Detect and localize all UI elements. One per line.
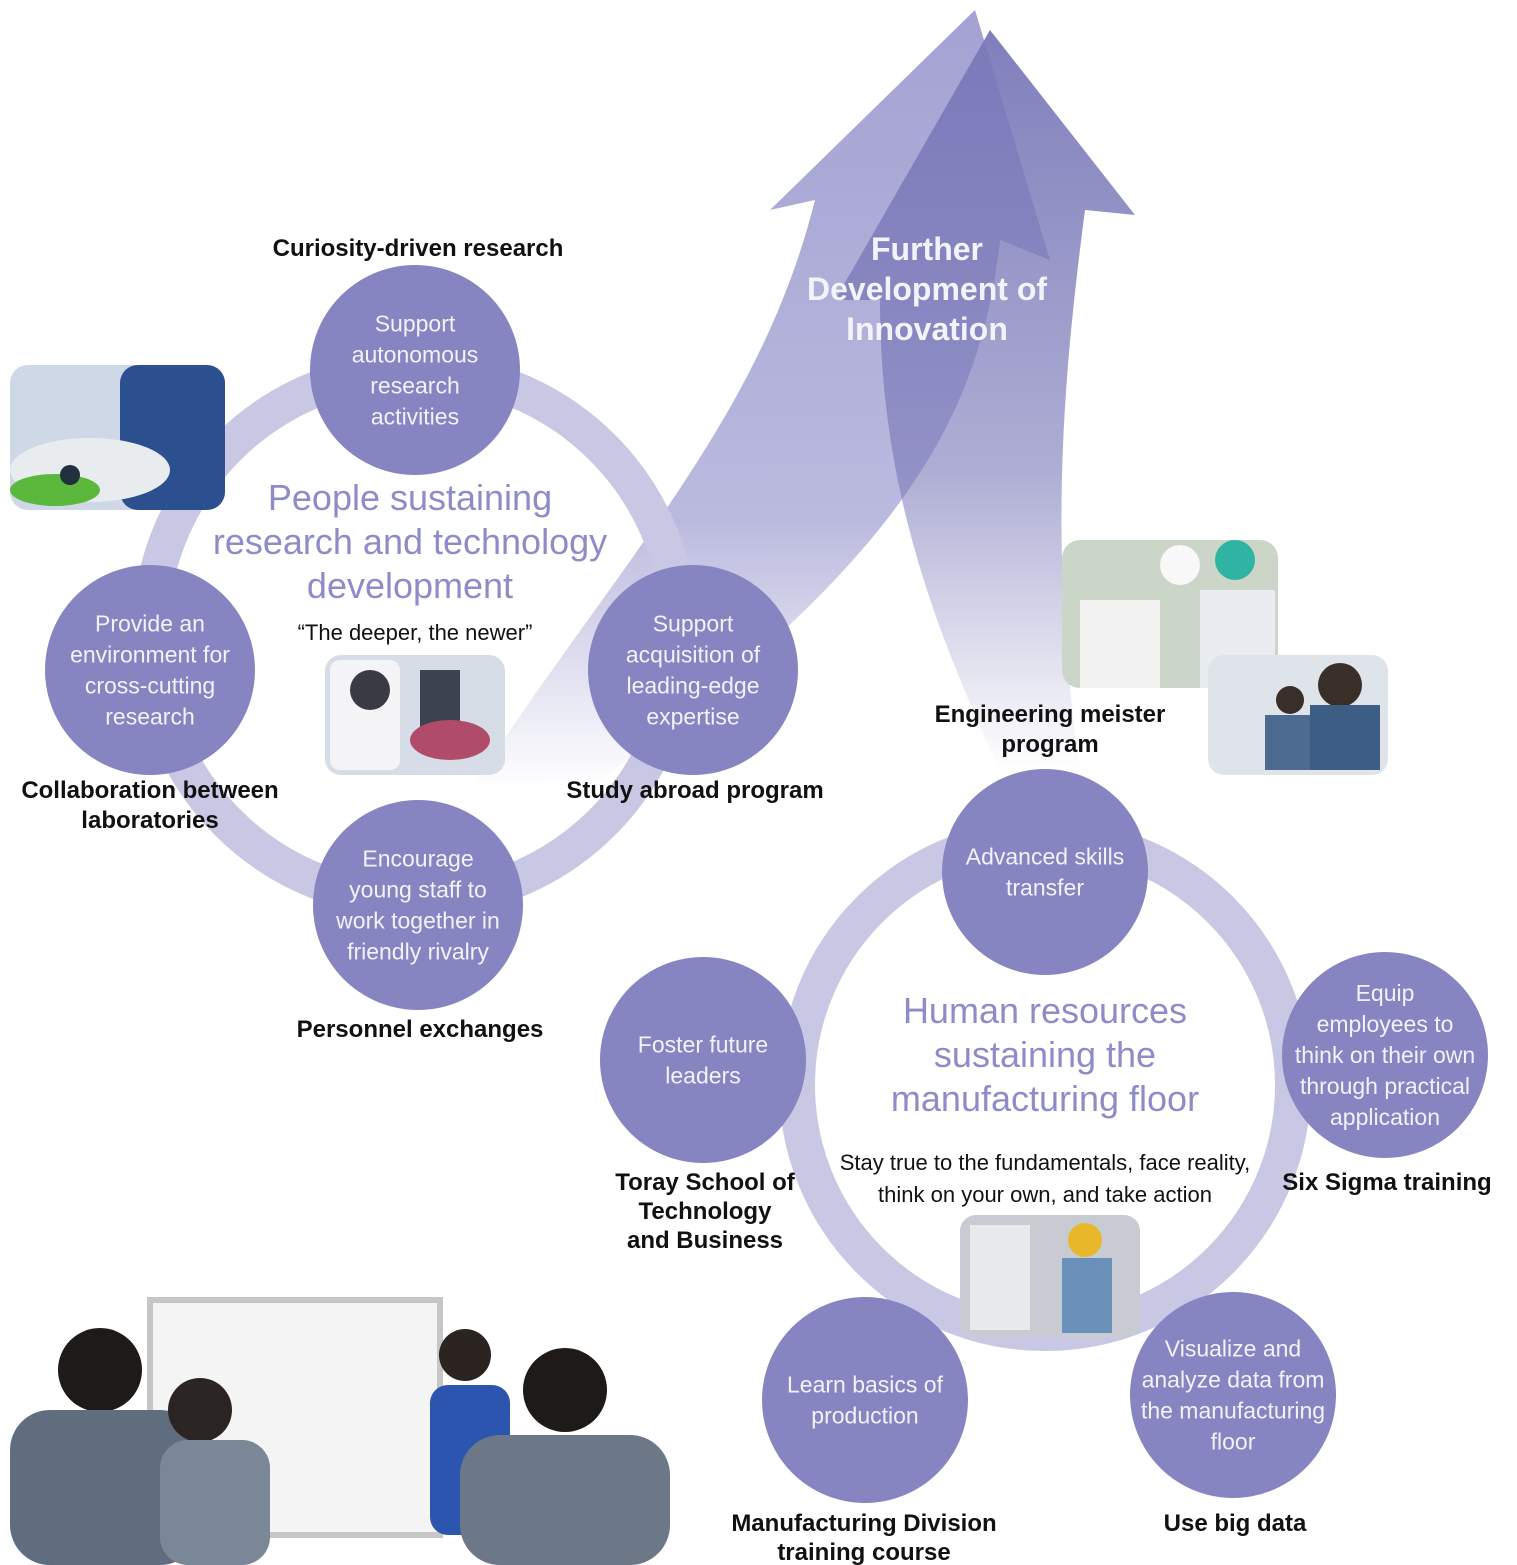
research_cycle-node-bottom-label: Personnel exchanges bbox=[297, 1016, 544, 1043]
text-line: Further bbox=[871, 231, 983, 267]
text-line: expertise bbox=[646, 704, 739, 730]
text-line: Support bbox=[375, 311, 456, 337]
manufacturing_cycle-node-left-circle bbox=[600, 957, 806, 1163]
text-line: employees to bbox=[1317, 1011, 1454, 1037]
research_cycle-node-bottom-circle bbox=[313, 800, 523, 1010]
factory-worker-photo bbox=[960, 1215, 1140, 1337]
manufacturing_cycle-node-left-text: Foster future leaders bbox=[638, 1032, 768, 1089]
text-line: through practical bbox=[1300, 1073, 1470, 1099]
text-line: Engineering meister bbox=[935, 701, 1166, 728]
research_cycle-node-right-circle bbox=[588, 565, 798, 775]
text-line: research bbox=[370, 373, 459, 399]
text-line: think on your own, and take action bbox=[878, 1182, 1212, 1207]
text-line: work together in bbox=[335, 908, 500, 934]
research_cycle-node-left-circle bbox=[45, 565, 255, 775]
research-nodes: Support autonomous research activities Curio… bbox=[21, 235, 823, 1043]
text-line: Curiosity-driven research bbox=[273, 235, 564, 262]
research_cycle-node-top-label: Curiosity-driven research bbox=[273, 235, 564, 262]
text-line: the manufacturing bbox=[1141, 1398, 1325, 1424]
text-line: activities bbox=[371, 404, 459, 430]
text-line: acquisition of bbox=[626, 642, 761, 668]
meeting-photo bbox=[1208, 655, 1388, 775]
text-line: Technology bbox=[639, 1198, 773, 1225]
text-line: transfer bbox=[1006, 875, 1084, 901]
text-line: leading-edge bbox=[626, 673, 759, 699]
text-line: laboratories bbox=[81, 807, 218, 834]
manufacturing_cycle-node-right-circle bbox=[1282, 952, 1488, 1158]
research_cycle-node-top-text: Support autonomous research activities bbox=[352, 311, 479, 430]
text-line: manufacturing floor bbox=[891, 1078, 1199, 1119]
manufacturing_cycle-node-right-label: Six Sigma training bbox=[1282, 1169, 1491, 1196]
research_cycle-node-right-label: Study abroad program bbox=[566, 777, 823, 804]
text-line: research and technology bbox=[213, 521, 607, 562]
text-line: Encourage bbox=[362, 846, 473, 872]
text-line: Development of bbox=[807, 271, 1047, 307]
text-line: cross-cutting bbox=[85, 673, 215, 699]
classroom-whiteboard-photo bbox=[10, 1297, 670, 1565]
manufacturing_cycle-node-top-text: Advanced skills transfer bbox=[966, 844, 1125, 901]
manufacturing_cycle-node-bottom-right-circle bbox=[1130, 1292, 1336, 1498]
text-line: Six Sigma training bbox=[1282, 1169, 1491, 1196]
manufacturing-cycle-motto: Stay true to the fundamentals, face real… bbox=[840, 1150, 1250, 1207]
manufacturing_cycle-node-bottom-right-text: Visualize and analyze data from the manufa… bbox=[1141, 1336, 1325, 1455]
research_cycle-node-left-label: Collaboration between laboratories bbox=[21, 777, 278, 834]
microscope-photo bbox=[325, 655, 505, 775]
text-line: Human resources bbox=[903, 990, 1187, 1031]
text-line: development bbox=[307, 565, 513, 606]
research-cycle-motto: “The deeper, the newer” bbox=[298, 620, 533, 645]
text-line: analyze data from bbox=[1142, 1367, 1325, 1393]
text-line: sustaining the bbox=[934, 1034, 1156, 1075]
text-line: autonomous bbox=[352, 342, 479, 368]
text-line: Advanced skills bbox=[966, 844, 1125, 870]
manufacturing_cycle-node-bottom-left-text: Learn basics of production bbox=[787, 1372, 944, 1429]
text-line: Collaboration between bbox=[21, 777, 278, 804]
text-line: research bbox=[105, 704, 194, 730]
text-line: Stay true to the fundamentals, face real… bbox=[840, 1150, 1250, 1175]
research_cycle-node-left-text: Provide an environment for cross-cutting re… bbox=[70, 611, 230, 730]
text-line: Manufacturing Division bbox=[731, 1510, 996, 1537]
research_cycle-node-right-text: Support acquisition of leading-edge experti… bbox=[626, 611, 761, 730]
text-line: production bbox=[811, 1403, 918, 1429]
manufacturing_cycle-node-right-text: Equip employees to think on their own throu… bbox=[1295, 980, 1475, 1130]
text-line: Innovation bbox=[846, 311, 1008, 347]
text-line: training course bbox=[777, 1539, 950, 1565]
text-line: Study abroad program bbox=[566, 777, 823, 804]
text-line: floor bbox=[1211, 1429, 1256, 1455]
hardhat-workers-photo bbox=[1062, 540, 1278, 688]
manufacturing_cycle-node-bottom-left-circle bbox=[762, 1297, 968, 1503]
text-line: Use big data bbox=[1164, 1510, 1307, 1537]
text-line: Personnel exchanges bbox=[297, 1016, 544, 1043]
text-line: Toray School of bbox=[615, 1169, 796, 1196]
text-line: Equip bbox=[1356, 980, 1415, 1006]
text-line: Foster future bbox=[638, 1032, 768, 1058]
text-line: Provide an bbox=[95, 611, 205, 637]
text-line: think on their own bbox=[1295, 1042, 1475, 1068]
text-line: People sustaining bbox=[268, 477, 552, 518]
text-line: Learn basics of bbox=[787, 1372, 944, 1398]
lab-work-photo bbox=[10, 365, 225, 510]
text-line: program bbox=[1001, 731, 1098, 758]
text-line: Visualize and bbox=[1165, 1336, 1301, 1362]
manufacturing-nodes: Advanced skills transfer Engineering meist… bbox=[600, 701, 1492, 1565]
innovation-arrow-right bbox=[835, 30, 1135, 770]
research_cycle-node-bottom-text: Encourage young staff to work together in f… bbox=[335, 846, 500, 965]
text-line: young staff to bbox=[349, 877, 487, 903]
manufacturing_cycle-node-bottom-right-label: Use big data bbox=[1164, 1510, 1307, 1537]
text-line: friendly rivalry bbox=[347, 939, 489, 965]
text-line: Support bbox=[653, 611, 734, 637]
manufacturing_cycle-node-top-circle bbox=[942, 769, 1148, 975]
manufacturing_cycle-node-top-label: Engineering meister program bbox=[935, 701, 1166, 758]
text-line: and Business bbox=[627, 1227, 783, 1254]
research_cycle-node-top-circle bbox=[310, 265, 520, 475]
text-line: application bbox=[1330, 1104, 1440, 1130]
text-line: environment for bbox=[70, 642, 230, 668]
text-line: leaders bbox=[665, 1063, 740, 1089]
